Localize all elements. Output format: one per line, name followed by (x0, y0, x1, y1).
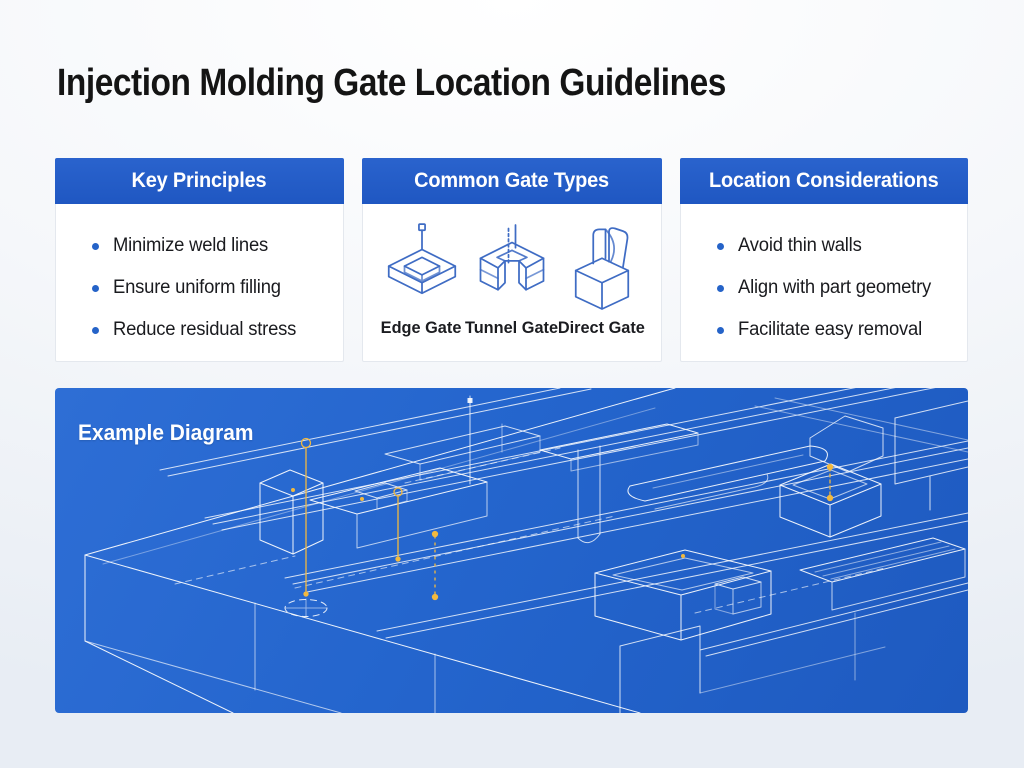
bullet-dot-icon (716, 284, 724, 292)
card-key-principles-body: Minimize weld lines Ensure uniform filli… (55, 204, 344, 362)
mold-blueprint-drawing (84, 388, 968, 713)
bullet-dot-icon (92, 326, 99, 334)
list-item: Reduce residual stress (92, 309, 333, 351)
location-considerations-list: Avoid thin walls Align with part geometr… (681, 204, 968, 351)
list-item: Avoid thin walls (716, 225, 958, 267)
list-item: Facilitate easy removal (716, 309, 958, 351)
card-key-principles-title: Key Principles (131, 169, 267, 192)
tunnel-gate-label: Tunnel Gate (464, 318, 559, 337)
bullet-dot-icon (716, 326, 724, 334)
gate-edge: Edge Gate (377, 218, 467, 361)
card-gate-types-header: Common Gate Types (361, 158, 662, 204)
list-item-label: Facilitate easy removal (737, 319, 922, 340)
page-title: Injection Molding Gate Location Guidelin… (57, 62, 726, 104)
gate-tunnel: Tunnel Gate (464, 218, 559, 361)
edge-gate-label: Edge Gate (381, 318, 462, 337)
card-location-considerations-body: Avoid thin walls Align with part geometr… (679, 204, 968, 362)
gate-direct: Direct Gate (557, 218, 647, 361)
gate-types-row: Edge Gate (363, 204, 661, 361)
direct-gate-label: Direct Gate (557, 318, 646, 337)
example-diagram-panel: Example Diagram (55, 388, 968, 713)
card-location-considerations-header: Location Considerations (679, 158, 968, 204)
card-key-principles: Key Principles Minimize weld lines Ensur… (55, 158, 344, 362)
card-location-considerations: Location Considerations Avoid thin walls… (679, 158, 968, 362)
card-gate-types-body: Edge Gate (361, 204, 662, 362)
bullet-dot-icon (92, 284, 99, 292)
card-key-principles-header: Key Principles (55, 158, 344, 204)
list-item-label: Avoid thin walls (737, 235, 862, 256)
card-location-considerations-title: Location Considerations (708, 169, 939, 192)
list-item-label: Align with part geometry (737, 277, 931, 298)
card-gate-types-title: Common Gate Types (414, 169, 609, 192)
gate-location-markers (291, 437, 834, 601)
example-diagram-title: Example Diagram (78, 420, 254, 445)
bullet-dot-icon (92, 242, 99, 250)
bullet-dot-icon (716, 242, 724, 250)
list-item-label: Minimize weld lines (113, 235, 269, 256)
tunnel-gate-icon (479, 224, 544, 291)
direct-gate-icon (574, 227, 629, 310)
list-item: Align with part geometry (716, 267, 958, 309)
list-item-label: Ensure uniform filling (113, 277, 281, 298)
list-item-label: Reduce residual stress (113, 319, 297, 340)
key-principles-list: Minimize weld lines Ensure uniform filli… (56, 204, 343, 351)
list-item: Minimize weld lines (92, 225, 333, 267)
edge-gate-icon (387, 223, 456, 295)
list-item: Ensure uniform filling (92, 267, 333, 309)
card-gate-types: Common Gate Types (361, 158, 662, 362)
cards-row: Key Principles Minimize weld lines Ensur… (55, 158, 968, 362)
